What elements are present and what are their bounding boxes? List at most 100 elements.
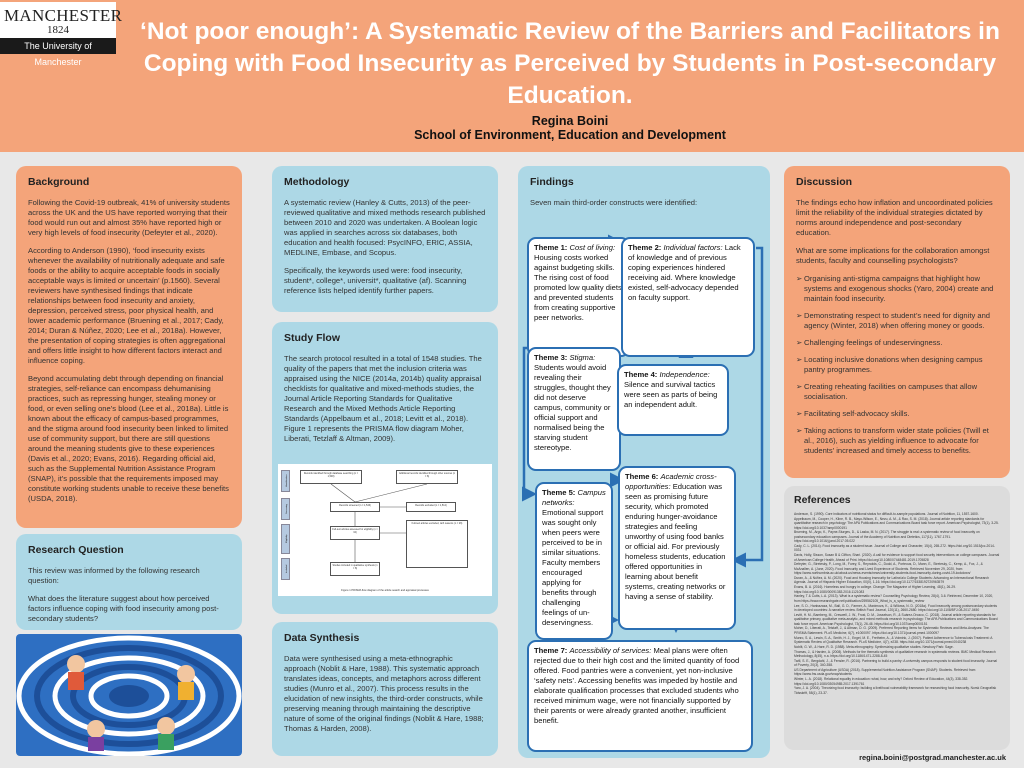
theme-6-card: Theme 6: Academic cross-opportunities: E… (618, 466, 736, 630)
discussion-bullet: ➢Facilitating self-advocacy skills. (796, 409, 910, 418)
methodology-panel: Methodology A systematic review (Hanley … (272, 166, 498, 312)
prisma-figure: Identification Screening Eligibility Inc… (278, 464, 492, 596)
theme-6-title: Academic cross-opportunities: (625, 472, 717, 491)
reference-item: Moher, D., Liberati, A., Tetzlaff, J., &… (794, 626, 989, 635)
reference-item: Winter, L. A. (2018). Relational equalit… (794, 677, 969, 686)
reference-item: Appelbaum, M., Cooper, H., Kline, R. B.,… (794, 516, 999, 530)
discussion-bullet: ➢Challenging feelings of undeservingness… (796, 338, 943, 347)
reference-item: Bruening, M., Argo, K., Payne-Sturges, D… (794, 530, 980, 544)
prisma-box-identified-db: Records identified through database sear… (300, 470, 362, 484)
theme-3-body: Students would avoid revealing their str… (534, 363, 611, 452)
author-block: Regina Boini School of Environment, Educ… (120, 114, 1020, 142)
theme-6-body: Education was seen as promising future s… (625, 482, 726, 601)
methodology-paragraph-2: Specifically, the keywords used were: fo… (284, 266, 467, 295)
research-question-panel: Research Question This review was inform… (16, 534, 242, 630)
references-panel: References Anderson, S. (1990). Core ind… (784, 486, 1010, 750)
discussion-panel: Discussion The findings echo how inflati… (784, 166, 1010, 478)
prisma-box-identified-other: Additional records identified through ot… (396, 470, 458, 484)
bullet-arrow-icon: ➢ (796, 382, 803, 391)
bullet-arrow-icon: ➢ (796, 409, 803, 418)
research-question-heading: Research Question (28, 544, 124, 556)
theme-7-title: Accessibility of services: (569, 646, 652, 655)
reference-item: Thomas, J., & Harden, A. (2008). Methods… (794, 649, 996, 659)
poster-header: MANCHESTER 1824 The University of Manche… (0, 0, 1024, 152)
references-heading: References (794, 494, 851, 506)
theme-5-body: Emotional support was sought only when p… (542, 508, 604, 627)
theme-6-label: Theme 6: (625, 472, 659, 481)
prisma-caption: Figure 1 PRISMA flow diagram of the arti… (341, 589, 429, 592)
discussion-bullet: ➢Organising anti-stigma campaigns that h… (796, 274, 994, 303)
theme-2-card: Theme 2: Individual factors: Lack of kno… (621, 237, 755, 357)
reference-item: Munro, S. A., Lewin, S. A., Smith, H. J.… (794, 635, 993, 645)
discussion-bullet: ➢Demonstrating respect to student’s need… (796, 311, 991, 330)
prisma-connectors (330, 483, 428, 562)
reference-item: US Department of Agriculture (USDA) (201… (794, 668, 976, 677)
theme-2-body: Lack of knowledge and of previous coping… (628, 243, 741, 302)
reference-item: Lee, S. D., Hanbazaza, M., Ball, G. D., … (794, 603, 998, 613)
bullet-arrow-icon: ➢ (796, 426, 803, 435)
methodology-heading: Methodology (284, 176, 350, 188)
theme-4-body: Silence and survival tactics were seen a… (624, 380, 718, 409)
data-synthesis-panel: Data Synthesis Data were synthesised usi… (272, 622, 498, 756)
discussion-bullet: ➢Taking actions to transform wider state… (796, 426, 989, 455)
references-list: Anderson, S. (1990). Core indicators of … (794, 512, 1000, 695)
prisma-box-fulltext: Full-text articles assessed for eligibil… (330, 526, 380, 540)
logo-university-name: The University of Manchester (0, 38, 116, 67)
prisma-box-excluded: Records excluded (n = 1,512) (406, 502, 456, 512)
discussion-heading: Discussion (796, 176, 853, 188)
theme-5-card: Theme 5: Campus networks: Emotional supp… (535, 482, 613, 640)
theme-4-card: Theme 4: Independence: Silence and survi… (617, 364, 729, 436)
bullet-arrow-icon: ➢ (796, 274, 803, 283)
theme-1-title: Cost of living: (569, 243, 616, 252)
theme-2-label: Theme 2: (628, 243, 662, 252)
prisma-box-fulltext-excluded: Full-text articles excluded, with reason… (406, 520, 468, 568)
findings-intro: Seven main third-order constructs were i… (530, 198, 698, 207)
reference-item: Defeyter, G., Stretesky, P., Long, M., F… (794, 562, 983, 576)
contact-email[interactable]: regina.boini@postgrad.manchester.ac.uk (859, 753, 1006, 762)
reference-item: Duran, A., & Núñez, A. M. (2020). Food a… (794, 576, 989, 585)
prisma-box-screened: Records screened (n = 1,546) (330, 502, 380, 512)
discussion-bullet: ➢Creating reheating facilities on campus… (796, 382, 978, 401)
theme-4-label: Theme 4: (624, 370, 658, 379)
discussion-bullet: ➢Locating inclusive donations when desig… (796, 355, 983, 374)
study-flow-heading: Study Flow (284, 332, 340, 344)
theme-3-label: Theme 3: (534, 353, 568, 362)
theme-2-title: Individual factors: (663, 243, 723, 252)
theme-1-body: Housing costs worked against budgeting s… (534, 253, 622, 322)
research-question-intro: This review was informed by the followin… (28, 566, 200, 585)
background-heading: Background (28, 176, 90, 188)
methodology-paragraph-1: A systematic review (Hanley & Cutts, 201… (284, 198, 486, 257)
reference-item: Noblit, G. W., & Hare, R. D. (1988). Met… (794, 644, 954, 649)
discussion-paragraph-2: What are some implications for the colla… (796, 246, 990, 265)
author-name: Regina Boini (531, 114, 609, 128)
theme-3-card: Theme 3: Stigma: Students would avoid re… (527, 347, 621, 471)
logo-year: 1824 (47, 24, 69, 36)
bullet-arrow-icon: ➢ (796, 338, 803, 347)
theme-3-title: Stigma: (569, 353, 596, 362)
background-paragraph-1: Following the Covid-19 outbreak, 41% of … (28, 198, 230, 237)
author-school: School of Environment, Education and Dev… (414, 128, 726, 142)
theme-5-title: Campus networks: (542, 488, 606, 507)
findings-heading: Findings (530, 176, 574, 188)
data-synthesis-paragraph-1: Data were synthesised using a meta-ethno… (284, 654, 484, 733)
bullet-arrow-icon: ➢ (796, 311, 803, 320)
theme-1-label: Theme 1: (534, 243, 568, 252)
reference-item: Cady, C. L. (2014). Food insecurity as a… (794, 544, 995, 553)
theme-7-card: Theme 7: Accessibility of services: Meal… (527, 640, 753, 752)
poster-title: ‘Not poor enough’: A Systematic Review o… (140, 18, 1000, 109)
theme-5-label: Theme 5: (542, 488, 576, 497)
background-panel: Background Following the Covid-19 outbre… (16, 166, 242, 528)
theme-1-card: Theme 1: Cost of living: Housing costs w… (527, 237, 630, 357)
reference-item: Davis, Holly, Sisson, Susan B & Clifton,… (794, 553, 1000, 562)
research-question-text: What does the literature suggest about h… (28, 594, 219, 623)
reference-item: Levitt, H. M., Bamberg, M., Creswell, J.… (794, 612, 998, 626)
reference-item: Evans, B. A. (2016). Homeless and hungry… (794, 585, 956, 594)
illustration-image (16, 634, 242, 756)
prisma-box-included: Studies included in qualitative synthesi… (330, 562, 380, 576)
data-synthesis-heading: Data Synthesis (284, 632, 360, 644)
spiral-illustration-icon (16, 634, 242, 756)
background-paragraph-2: According to Anderson (1990), ‘food inse… (28, 246, 226, 365)
university-logo: MANCHESTER 1824 The University of Manche… (0, 2, 122, 67)
reference-item: Hanley, T & Cutts, L.A. (2013). What is … (794, 594, 994, 603)
reference-item: Twill, S. E., Bergdahl, J., & Fensler, R… (794, 658, 997, 668)
